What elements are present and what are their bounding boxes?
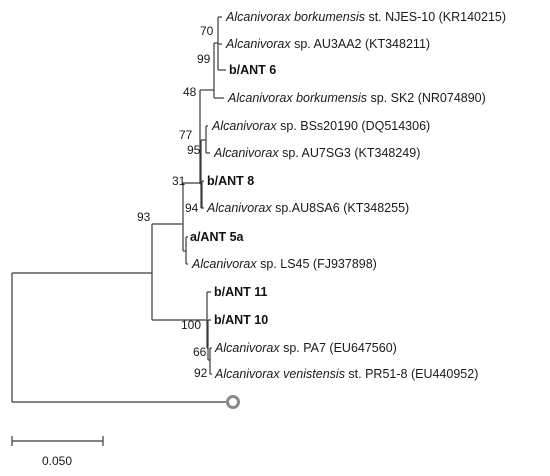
leaf-genus: Alcanivorax [227,91,293,105]
leaf-label-bant10: b/ANT 10 [214,313,268,327]
leaf-accession: st. NJES-10 (KR140215) [365,10,506,24]
scale-bar-label: 0.050 [42,454,72,468]
leaf-label-pr518: Alcanivorax venistensis st. PR51-8 (EU44… [214,367,478,381]
leaf-label-njes10: Alcanivorax borkumensis st. NJES-10 (KR1… [225,10,506,24]
leaf-label-au8sa6: Alcanivorax sp.AU8SA6 (KT348255) [206,201,409,215]
leaf-genus: Alcanivorax [225,37,291,51]
leaf-genus: Alcanivorax [211,119,277,133]
leaf-label-bant11: b/ANT 11 [214,285,268,299]
leaf-label-au7sg3: Alcanivorax sp. AU7SG3 (KT348249) [213,146,420,160]
leaf-genus: Alcanivorax [225,10,291,24]
leaf-label-bant6: b/ANT 6 [229,63,276,77]
leaf-accession: sp. AU7SG3 (KT348249) [279,146,421,160]
leaf-accession: sp. LS45 (FJ937898) [257,257,377,271]
bootstrap-93: 93 [137,210,151,224]
leaf-species: borkumensis [296,91,367,105]
leaf-accession: sp.AU8SA6 (KT348255) [272,201,410,215]
bootstrap-70: 70 [200,24,214,38]
bootstrap-94: 94 [185,201,199,215]
leaf-label-bss20190: Alcanivorax sp. BSs20190 (DQ514306) [211,119,430,133]
leaf-label-aant5a: a/ANT 5a [190,230,245,244]
bootstrap-100: 100 [181,318,201,332]
bootstrap-31: 31 [172,174,186,188]
leaf-labels: Alcanivorax borkumensis st. NJES-10 (KR1… [190,10,506,381]
leaf-accession: sp. BSs20190 (DQ514306) [277,119,431,133]
bootstrap-66: 66 [193,345,207,359]
leaf-accession: sp. SK2 (NR074890) [367,91,486,105]
leaf-species: borkumensis [294,10,365,24]
leaf-label-pa7: Alcanivorax sp. PA7 (EU647560) [214,341,397,355]
leaf-genus: Alcanivorax [191,257,257,271]
scale-bar: 0.050 [11,436,104,468]
leaf-genus: Alcanivorax [214,341,280,355]
bootstrap-95: 95 [187,143,201,157]
bootstrap-99: 99 [197,52,211,66]
leaf-label-ls45: Alcanivorax sp. LS45 (FJ937898) [191,257,377,271]
leaf-accession: st. PR51-8 (EU440952) [345,367,478,381]
leaf-species: venistensis [283,367,345,381]
leaf-accession: sp. PA7 (EU647560) [280,341,397,355]
bootstrap-77: 77 [179,128,193,142]
leaf-label-au3aa2: Alcanivorax sp. AU3AA2 (KT348211) [225,37,430,51]
bootstrap-92: 92 [194,366,208,380]
leaf-label-bant8: b/ANT 8 [207,174,254,188]
leaf-genus: Alcanivorax [214,367,280,381]
leaf-genus: Alcanivorax [213,146,279,160]
outgroup-circle-marker [226,395,240,409]
leaf-accession: sp. AU3AA2 (KT348211) [291,37,430,51]
bootstrap-values: 70 99 48 77 95 31 94 93 100 66 92 [137,24,214,380]
bootstrap-48: 48 [183,85,197,99]
leaf-label-sk2: Alcanivorax borkumensis sp. SK2 (NR07489… [227,91,486,105]
tree-branches [11,16,226,403]
leaf-genus: Alcanivorax [206,201,272,215]
